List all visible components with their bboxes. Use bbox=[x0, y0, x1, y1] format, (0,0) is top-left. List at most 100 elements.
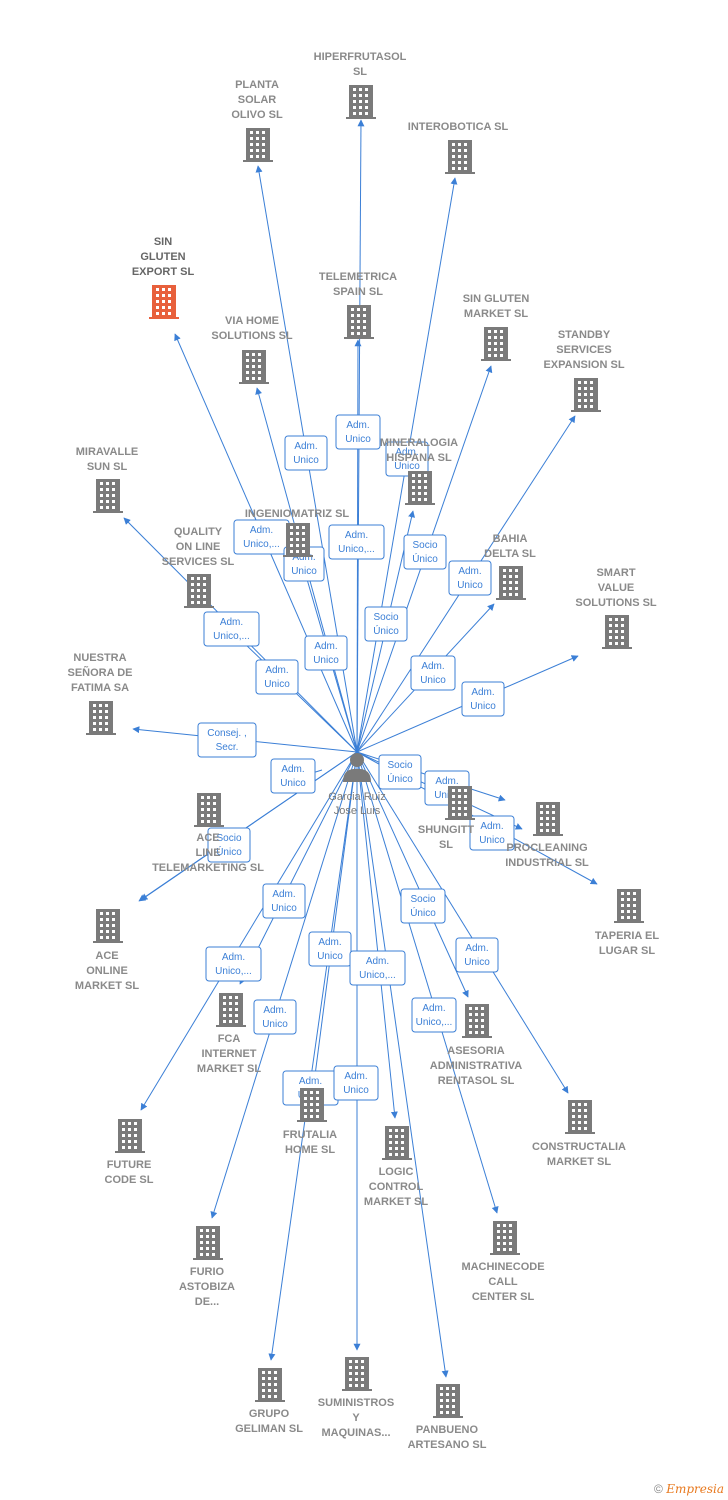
role-tag-text: Adm. bbox=[263, 1005, 286, 1016]
building-icon bbox=[243, 128, 273, 162]
role-tag-text: Unico bbox=[293, 455, 319, 466]
role-tag[interactable]: Adm.Unico bbox=[270, 758, 316, 794]
role-tag[interactable]: Adm.Unico bbox=[262, 883, 306, 919]
company-node-interobotica[interactable]: INTEROBOTICA SL bbox=[408, 121, 509, 174]
role-tag[interactable]: Adm.Unico bbox=[448, 560, 492, 596]
role-tag[interactable]: Adm.Unico bbox=[308, 931, 352, 967]
building-icon bbox=[382, 1126, 412, 1160]
role-tag[interactable]: Adm.Unico bbox=[469, 815, 515, 851]
company-label: VIA HOME bbox=[225, 315, 279, 327]
building-icon bbox=[571, 378, 601, 412]
role-tag-text: Adm. bbox=[314, 641, 337, 652]
role-tag[interactable]: Adm.Unico,... bbox=[203, 611, 260, 647]
role-tag-text: Unico bbox=[317, 951, 343, 962]
company-label: SPAIN SL bbox=[333, 286, 383, 298]
company-label: EXPORT SL bbox=[132, 266, 195, 278]
company-node-furio[interactable]: FURIOASTOBIZADE... bbox=[179, 1226, 235, 1308]
role-tag[interactable]: Adm.Unico,... bbox=[411, 997, 457, 1033]
company-label: SOLUTIONS SL bbox=[211, 330, 293, 342]
role-tag-text: Socio bbox=[373, 612, 398, 623]
role-tag[interactable]: Adm.Unico,... bbox=[349, 950, 406, 986]
role-tag[interactable]: Adm.Unico bbox=[461, 681, 505, 717]
company-node-suministros[interactable]: SUMINISTROSYMAQUINAS... bbox=[318, 1357, 394, 1439]
role-tag[interactable]: Adm.Unico,... bbox=[205, 946, 262, 982]
role-tag-text: Unico,... bbox=[243, 539, 280, 550]
company-node-via-home[interactable]: VIA HOME SOLUTIONS SL bbox=[211, 315, 293, 384]
role-tag[interactable]: Consej. ,Secr. bbox=[197, 722, 257, 758]
role-tag-layer: Adm.UnicoAdm.UnicoAdm.UnicoAdm.Unico,...… bbox=[197, 414, 515, 1106]
role-tag-text: Secr. bbox=[216, 742, 239, 753]
role-tag[interactable]: Adm.Unico bbox=[410, 655, 456, 691]
role-tag[interactable]: Adm.Unico bbox=[255, 659, 299, 695]
role-tag-text: Único bbox=[387, 772, 413, 785]
building-icon bbox=[481, 327, 511, 361]
building-icon bbox=[405, 471, 435, 505]
company-label: TELEMARKETING SL bbox=[152, 862, 264, 874]
role-tag-text: Unico bbox=[420, 675, 446, 686]
credit: © Empresia bbox=[654, 1482, 724, 1496]
role-tag-text: Adm. bbox=[465, 943, 488, 954]
role-tag[interactable]: Adm.Unico bbox=[304, 635, 348, 671]
building-icon bbox=[283, 523, 313, 557]
role-tag-text: Socio bbox=[410, 894, 435, 905]
person-name: Jose Luis bbox=[334, 805, 381, 817]
role-tag-text: Unico bbox=[470, 701, 496, 712]
company-label: CENTER SL bbox=[472, 1291, 535, 1303]
role-tag[interactable]: Adm.Unico,... bbox=[233, 519, 290, 555]
company-label: MARKET SL bbox=[464, 308, 528, 320]
edge-logic-control bbox=[356, 751, 398, 1119]
company-label: SHUNGITT bbox=[418, 824, 475, 836]
person-icon bbox=[343, 753, 371, 782]
role-tag-text: Adm. bbox=[344, 1071, 367, 1082]
company-label: SIN bbox=[154, 236, 172, 248]
building-icon bbox=[533, 802, 563, 836]
company-node-ingeniomatriz[interactable]: INGENIOMATRIZ SL bbox=[245, 508, 350, 557]
role-tag[interactable]: Adm.Unico bbox=[385, 441, 429, 477]
company-label: HISPANA SL bbox=[386, 452, 452, 464]
role-tag[interactable]: Adm.Unico bbox=[284, 435, 328, 471]
company-label: SMART bbox=[596, 567, 635, 579]
role-tag-text: Unico bbox=[434, 790, 460, 801]
building-icon bbox=[193, 1226, 223, 1260]
role-tag[interactable]: Adm.Unico bbox=[335, 414, 381, 450]
role-tag[interactable]: Adm.Unico bbox=[455, 937, 499, 973]
role-tag[interactable]: Adm.Unico,... bbox=[328, 524, 385, 560]
company-label: FRUTALIA bbox=[283, 1129, 337, 1141]
role-tag[interactable]: Adm.Unico bbox=[253, 999, 297, 1035]
role-tag[interactable]: Adm.Unico bbox=[333, 1065, 379, 1101]
brand-logo[interactable]: Empresia bbox=[666, 1482, 724, 1496]
